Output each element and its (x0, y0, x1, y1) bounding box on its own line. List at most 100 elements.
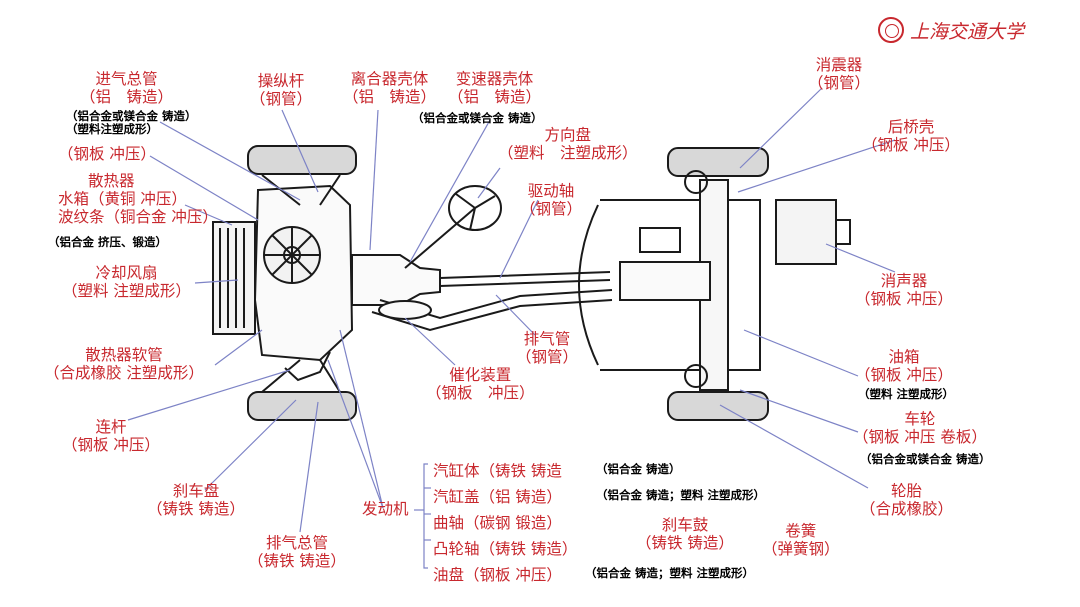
note-intake-2: （塑料注塑成形） (66, 122, 158, 136)
label-wheel: 车轮 （钢板 冲压 卷板） (853, 410, 987, 446)
label-line: 驱动轴 (527, 182, 575, 200)
label-line: （铸铁 铸造） (147, 500, 245, 518)
note-radiator: （铝合金 挤压、锻造） (48, 235, 168, 249)
label-line: 排气总管 (265, 534, 328, 552)
label-line: （钢板 冲压 卷板） (853, 428, 987, 446)
engine-part-cylinder-block: 汽缸体（铸铁 铸造 (433, 462, 562, 480)
label-line: 连杆 (95, 418, 127, 436)
label-engine: 发动机 (362, 500, 409, 518)
label-line: （钢管） (516, 348, 579, 366)
label-line: 波纹条（铜合金 冲压） (58, 208, 218, 226)
label-line: 卷簧 (785, 522, 817, 540)
front-left-tire (247, 145, 357, 175)
label-exhaust-manifold: 排气总管 （铸铁 铸造） (248, 534, 346, 570)
transmission (351, 254, 441, 306)
label-line: （钢管） (520, 200, 583, 218)
front-right-tire (247, 391, 357, 421)
label-line: （钢板 冲压） (426, 384, 535, 402)
rear-left-tire (667, 147, 769, 177)
label-line: （钢板 冲压） (855, 290, 953, 308)
note-housing: （铝合金或镁合金 铸造） (412, 111, 543, 125)
label-connecting-rod: 连杆 （钢板 冲压） (62, 418, 160, 454)
note-intake-1: （铝合金或镁合金 铸造） (66, 109, 197, 123)
muffler-drawing (775, 199, 837, 265)
label-line: 刹车盘 (172, 482, 220, 500)
engine-part-camshaft: 凸轮轴（铸铁 铸造） (433, 540, 578, 558)
note-cylinder-block: （铝合金 铸造） (596, 462, 681, 476)
label-line: （铸铁 铸造） (636, 534, 734, 552)
label-line: （钢板 冲压） (855, 366, 953, 384)
label-catalytic-converter: 催化装置 （钢板 冲压） (426, 366, 535, 402)
label-line: （铝 铸造） (343, 88, 437, 106)
label-fuel-tank: 油箱 （钢板 冲压） (855, 348, 953, 384)
leader-lines (127, 87, 896, 569)
label-shock-absorber: 消震器 （钢管） (808, 56, 870, 92)
label-exhaust-pipe: 排气管 （钢管） (516, 330, 578, 366)
label-brake-drum: 刹车鼓 （铸铁 铸造） (636, 516, 734, 552)
drive-shaft (439, 271, 611, 287)
label-brake-disc: 刹车盘 （铸铁 铸造） (147, 482, 245, 518)
catalytic-converter (378, 300, 432, 320)
label-steering-wheel: 方向盘 （塑料 注塑成形） (498, 126, 638, 162)
label-line: （铝 铸造） (80, 88, 174, 106)
label-clutch-housing: 离合器壳体 （铝 铸造） (343, 70, 436, 106)
note-wheel: （铝合金或镁合金 铸造） (860, 452, 991, 466)
label-line: 冷却风扇 (95, 264, 158, 282)
label-line: （合成橡胶 注塑成形） (44, 364, 204, 382)
label-left-steel: （钢板 冲压） (58, 145, 156, 163)
note-fuel-tank: （塑料 注塑成形） (858, 387, 955, 401)
label-line: 油箱 (888, 348, 920, 366)
engine-part-crankshaft: 曲轴（碳钢 锻造） (433, 514, 562, 532)
label-intake-manifold: 进气总管 （铝 铸造） (80, 70, 173, 106)
label-line: （钢板 冲压） (58, 145, 156, 163)
label-line: （合成橡胶） (860, 500, 954, 518)
label-line: 散热器 (88, 172, 135, 190)
label-line: （铸铁 铸造） (248, 552, 346, 570)
label-rear-axle-housing: 后桥壳 （钢板 冲压） (862, 118, 960, 154)
university-name: 上海交通大学 (910, 20, 1025, 43)
label-line: 后桥壳 (887, 118, 935, 136)
label-tire: 轮胎 （合成橡胶） (860, 482, 953, 518)
label-gearbox-housing: 变速器壳体 （铝 铸造） (448, 70, 541, 106)
label-line: 排气管 (523, 330, 571, 348)
label-line: 散热器软管 (85, 346, 163, 364)
label-radiator: 散热器 水箱（黄铜 冲压） 波纹条（铜合金 冲压） (58, 172, 218, 226)
label-line: （钢管） (808, 74, 871, 92)
label-line: 操纵杆 (257, 72, 305, 90)
label-line: 刹车鼓 (661, 516, 709, 534)
label-line: 车轮 (904, 410, 936, 428)
label-line: （铝 铸造） (448, 88, 542, 106)
note-oil-pan: （铝合金 铸造；塑料 注塑成形） (585, 566, 755, 580)
university-seal-icon (878, 17, 904, 43)
steering-wheel-drawing (448, 185, 502, 231)
label-line: 催化装置 (449, 366, 512, 384)
engine-part-cylinder-head: 汽缸盖（铝 铸造） (433, 488, 562, 506)
label-line: （塑料 注塑成形） (498, 144, 638, 162)
label-muffler: 消声器 （钢板 冲压） (855, 272, 953, 308)
rear-axle (600, 199, 761, 371)
label-cooling-fan: 冷却风扇 （塑料 注塑成形） (62, 264, 191, 300)
label-radiator-hose: 散热器软管 （合成橡胶 注塑成形） (44, 346, 204, 382)
label-line: 消震器 (815, 56, 863, 74)
chassis-drawing (212, 145, 851, 421)
label-line: （塑料 注塑成形） (62, 282, 191, 300)
note-cylinder-head: （铝合金 铸造；塑料 注塑成形） (596, 488, 766, 502)
label-line: 轮胎 (891, 482, 923, 500)
label-engine-parts: 汽缸体（铸铁 铸造 汽缸盖（铝 铸造） 曲轴（碳钢 锻造） 凸轮轴（铸铁 铸造）… (433, 458, 577, 588)
label-line: 消声器 (880, 272, 928, 290)
label-line: （弹簧钢） (762, 540, 840, 558)
label-line: 离合器壳体 (350, 70, 429, 88)
label-line: 变速器壳体 (455, 70, 534, 88)
label-shift-lever: 操纵杆 （钢管） (250, 72, 312, 108)
label-coil-spring: 卷簧 （弹簧钢） (762, 522, 840, 558)
label-line: （钢板 冲压） (62, 436, 160, 454)
university-logo: 上海交通大学 (878, 16, 1024, 44)
label-line: 水箱（黄铜 冲压） (58, 190, 187, 208)
label-drive-shaft: 驱动轴 （钢管） (520, 182, 582, 218)
label-line: 进气总管 (95, 70, 158, 88)
rear-right-tire (667, 391, 769, 421)
label-line: （钢板 冲压） (862, 136, 960, 154)
label-line: 方向盘 (544, 126, 592, 144)
engine-part-oil-pan: 油盘（钢板 冲压） (433, 566, 562, 584)
